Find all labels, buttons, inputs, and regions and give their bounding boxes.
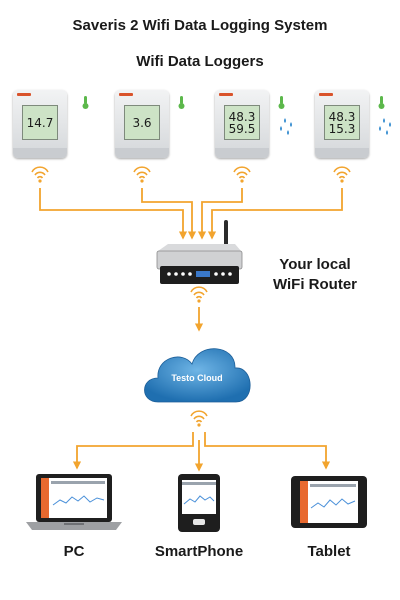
thermometer-icon (82, 96, 89, 109)
logger-display: 48.3 59.5 (224, 105, 260, 140)
device-label-tablet: Tablet (307, 543, 351, 560)
cloud-icon (144, 348, 251, 403)
data-logger-3: 48.3 59.5 (215, 90, 269, 158)
section-title: Wifi Data Loggers (136, 53, 264, 70)
brand-mark (319, 93, 333, 96)
thermometer-icon (178, 96, 185, 109)
page-title: Saveris 2 Wifi Data Logging System (72, 17, 328, 34)
humidity-drops-icon (379, 118, 391, 135)
logger-reading: 15.3 (328, 121, 356, 136)
logger-reading: 48.3 (228, 109, 256, 124)
logger-reading: 48.3 (328, 109, 356, 124)
logger-base (215, 148, 269, 158)
humidity-drops-icon (280, 118, 292, 135)
router-label: Your local WiFi Router (255, 255, 375, 295)
logger-reading: 14.7 (26, 115, 54, 130)
router-label-line: Your local (279, 256, 351, 273)
logger-display: 48.3 15.3 (324, 105, 360, 140)
logger-base (115, 148, 169, 158)
wifi-router-icon (156, 220, 243, 284)
tablet-icon (291, 476, 367, 528)
smartphone-icon (178, 474, 220, 532)
logger-display: 14.7 (22, 105, 58, 140)
logger-reading: 3.6 (132, 115, 152, 130)
thermometer-icon (378, 96, 385, 109)
brand-mark (119, 93, 133, 96)
logger-reading: 59.5 (228, 121, 256, 136)
laptop-icon (26, 474, 122, 530)
wifi-signal-icon (233, 166, 251, 184)
router-label-line: WiFi Router (272, 276, 358, 293)
brand-mark (219, 93, 233, 96)
device-label-pc: PC (63, 543, 85, 560)
data-logger-2: 3.6 (115, 90, 169, 158)
data-logger-4: 48.3 15.3 (315, 90, 369, 158)
logger-display: 3.6 (124, 105, 160, 140)
data-logger-1: 14.7 (13, 90, 67, 158)
wifi-signal-icon (333, 166, 351, 184)
cloud-label: Testo Cloud (171, 373, 223, 383)
thermometer-icon (278, 96, 285, 109)
wifi-signal-icon (31, 166, 49, 184)
logger-base (13, 148, 67, 158)
brand-mark (17, 93, 31, 96)
device-label-smartphone: SmartPhone (154, 543, 244, 560)
wifi-signal-icon (133, 166, 151, 184)
wifi-signal-icon (190, 410, 208, 428)
logger-connectors (39, 188, 343, 472)
logger-base (315, 148, 369, 158)
wifi-signal-icon (190, 286, 208, 304)
